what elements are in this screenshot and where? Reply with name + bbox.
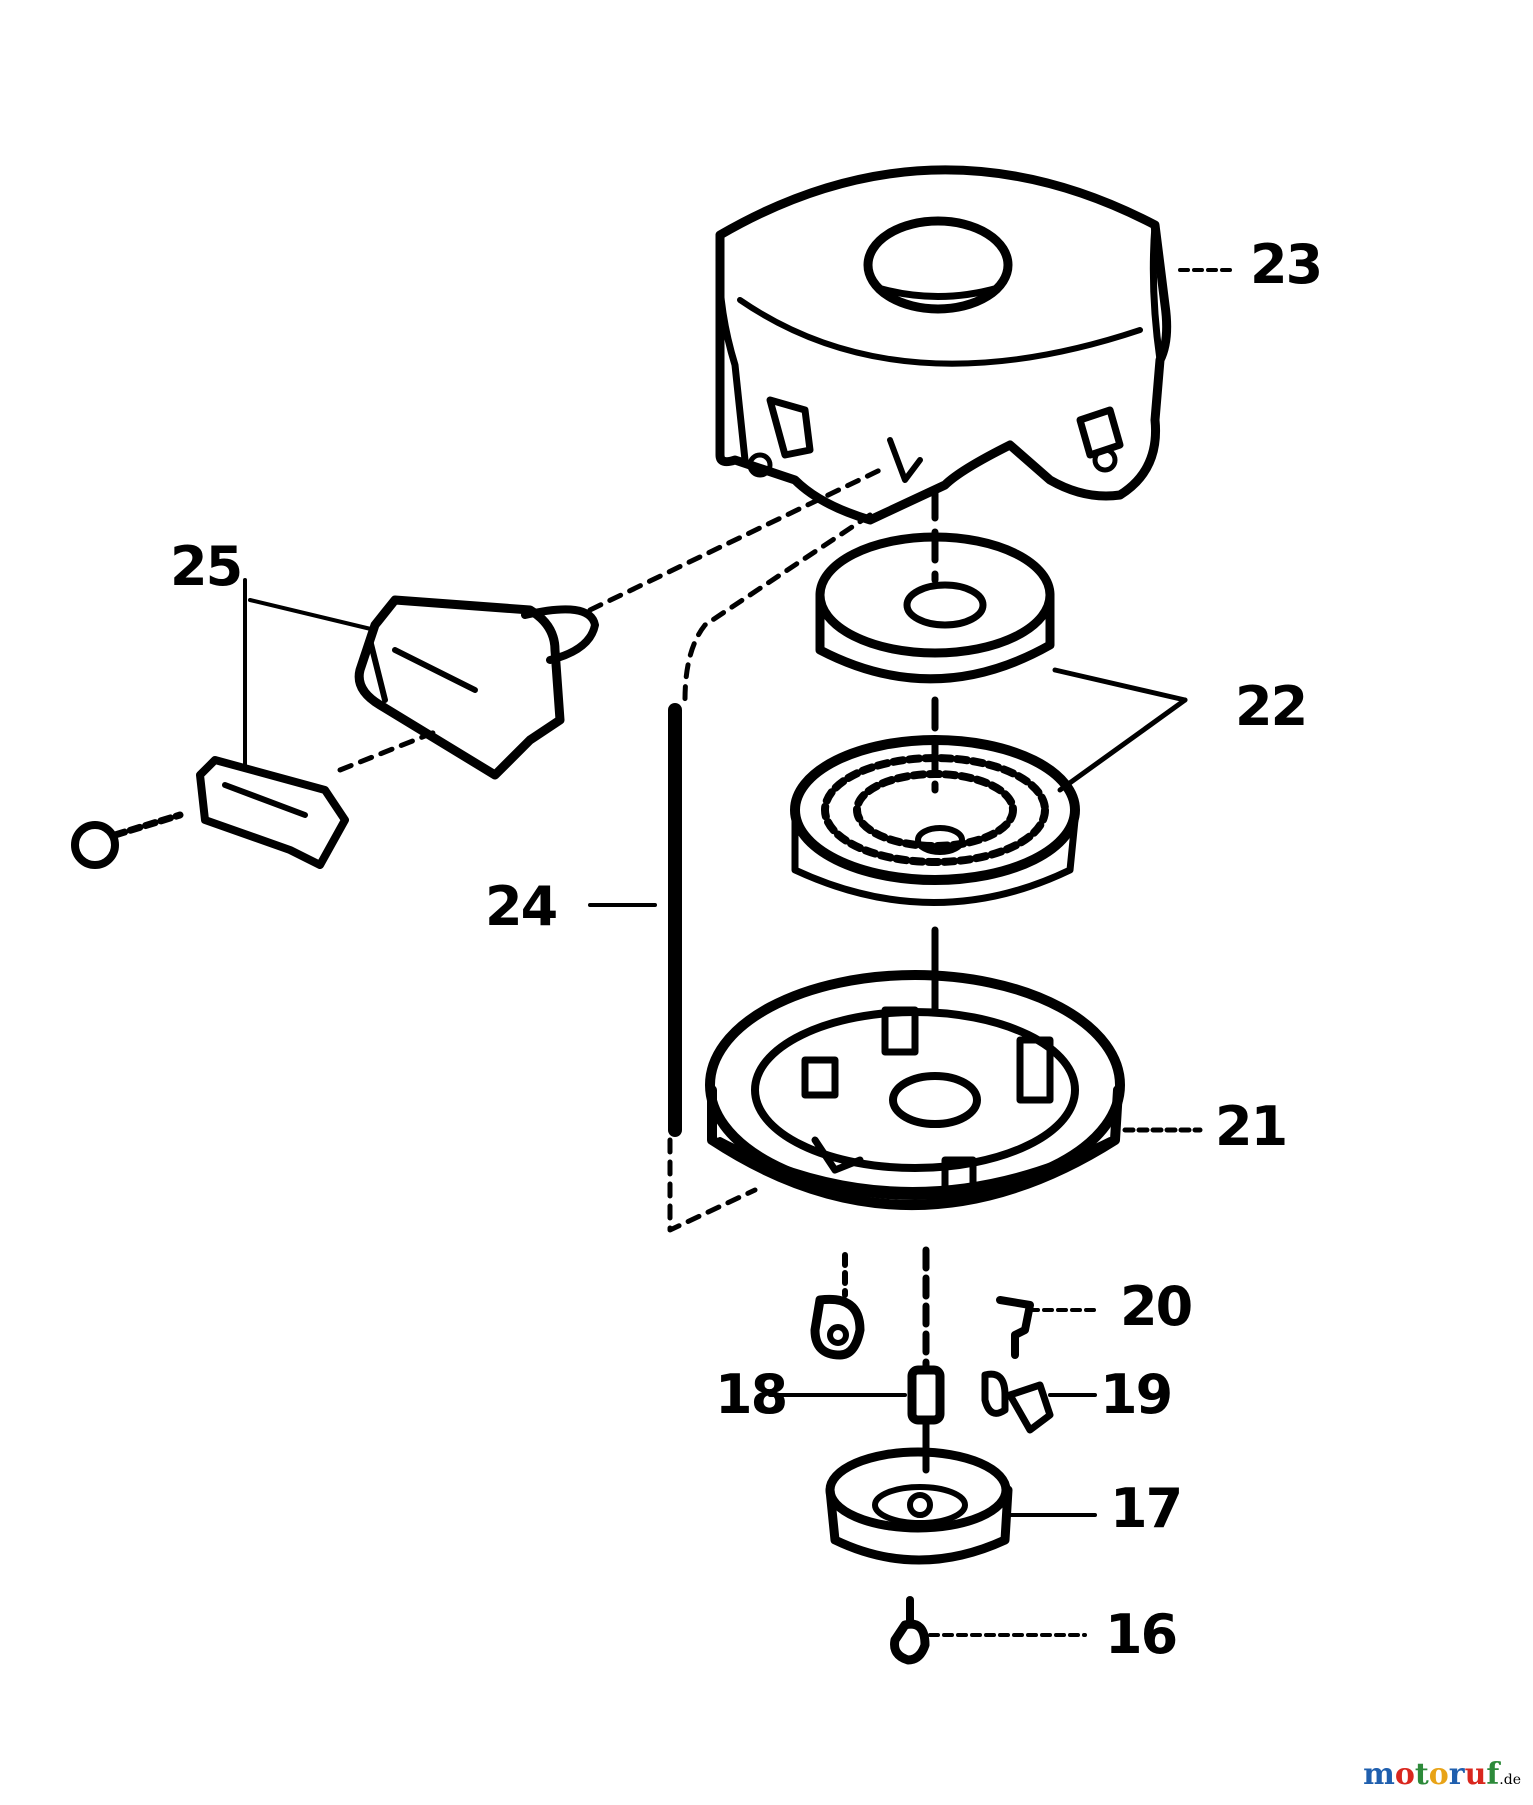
watermark-text: motoruf — [1363, 1757, 1500, 1792]
small-parts-16-20 — [768, 1294, 1097, 1665]
part-label-20: 20 — [1120, 1275, 1193, 1338]
part-label-25: 25 — [170, 535, 243, 598]
pulley-wheel-21 — [705, 970, 1203, 1210]
part-label-22: 22 — [1235, 675, 1308, 738]
rope-routing-lines — [337, 467, 883, 1233]
part-label-21: 21 — [1215, 1095, 1288, 1158]
housing-cover-23 — [715, 165, 1237, 525]
rope-24 — [588, 703, 682, 1137]
watermark-logo: motoruf.de — [1363, 1760, 1521, 1790]
assembly-axis — [842, 486, 939, 1474]
part-label-19: 19 — [1100, 1363, 1173, 1426]
part-label-24: 24 — [485, 875, 558, 938]
part-label-23: 23 — [1250, 233, 1323, 296]
watermark-suffix: .de — [1499, 1772, 1521, 1788]
part-label-18: 18 — [715, 1363, 788, 1426]
handle-25 — [71, 578, 599, 869]
part-label-17: 17 — [1110, 1477, 1183, 1540]
spring-assembly-22 — [790, 532, 1188, 906]
part-label-16: 16 — [1105, 1603, 1178, 1666]
